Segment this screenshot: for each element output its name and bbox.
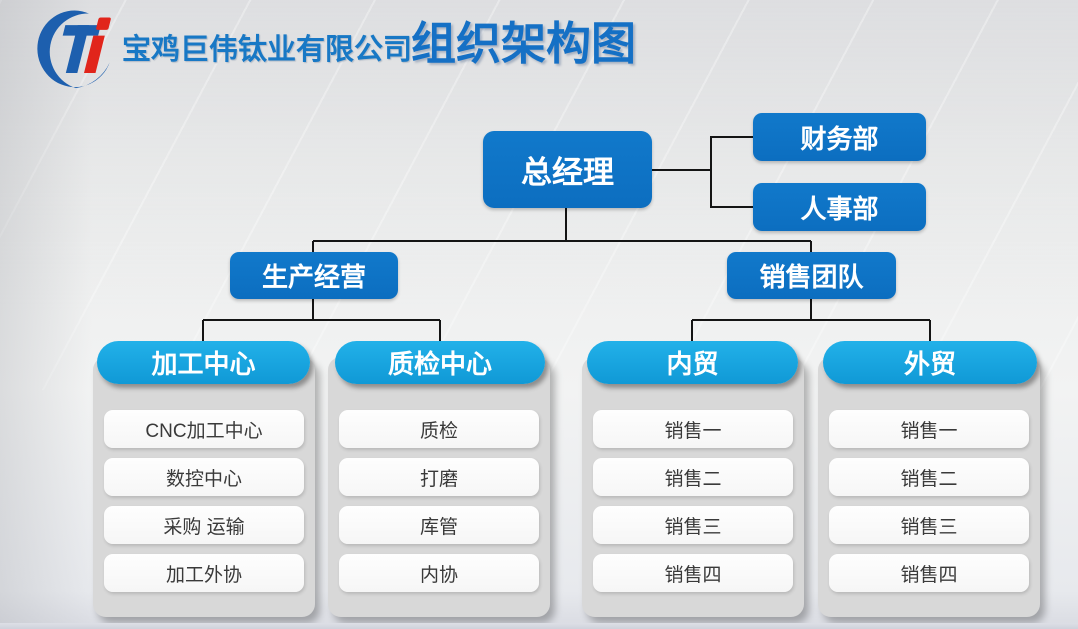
list-item: 内协 (339, 554, 539, 592)
column-panel-processing: CNC加工中心 数控中心 采购 运输 加工外协 (93, 357, 315, 617)
company-name: 宝鸡巨伟钛业有限公司 (122, 34, 413, 66)
list-item: 销售四 (593, 554, 793, 592)
column-panel-foreign-trade: 销售一 销售二 销售三 销售四 (818, 357, 1040, 617)
list-item: 加工外协 (104, 554, 304, 592)
page-title: 组织架构图 (411, 18, 637, 69)
list-item: CNC加工中心 (104, 410, 304, 448)
node-general-manager: 总经理 (483, 131, 652, 208)
column-header-processing: 加工中心 (97, 341, 310, 384)
column-header-quality: 质检中心 (335, 341, 545, 384)
list-item: 销售四 (829, 554, 1029, 592)
list-item: 销售二 (593, 458, 793, 496)
node-hr-dept: 人事部 (753, 183, 926, 231)
list-item: 销售二 (829, 458, 1029, 496)
node-production: 生产经营 (230, 252, 398, 299)
node-finance-dept: 财务部 (753, 113, 926, 161)
node-sales-team: 销售团队 (727, 252, 896, 299)
bottom-accent-strip (0, 623, 1078, 629)
column-header-foreign-trade: 外贸 (823, 341, 1037, 384)
list-item: 销售三 (593, 506, 793, 544)
list-item: 数控中心 (104, 458, 304, 496)
list-item: 销售一 (593, 410, 793, 448)
list-item: 质检 (339, 410, 539, 448)
column-header-domestic-trade: 内贸 (587, 341, 798, 384)
list-item: 库管 (339, 506, 539, 544)
list-item: 销售一 (829, 410, 1029, 448)
column-panel-domestic-trade: 销售一 销售二 销售三 销售四 (582, 357, 804, 617)
column-panel-quality: 质检 打磨 库管 内协 (328, 357, 550, 617)
list-item: 销售三 (829, 506, 1029, 544)
list-item: 采购 运输 (104, 506, 304, 544)
list-item: 打磨 (339, 458, 539, 496)
titanium-logo-icon (37, 10, 111, 89)
company-logo (24, 6, 120, 96)
